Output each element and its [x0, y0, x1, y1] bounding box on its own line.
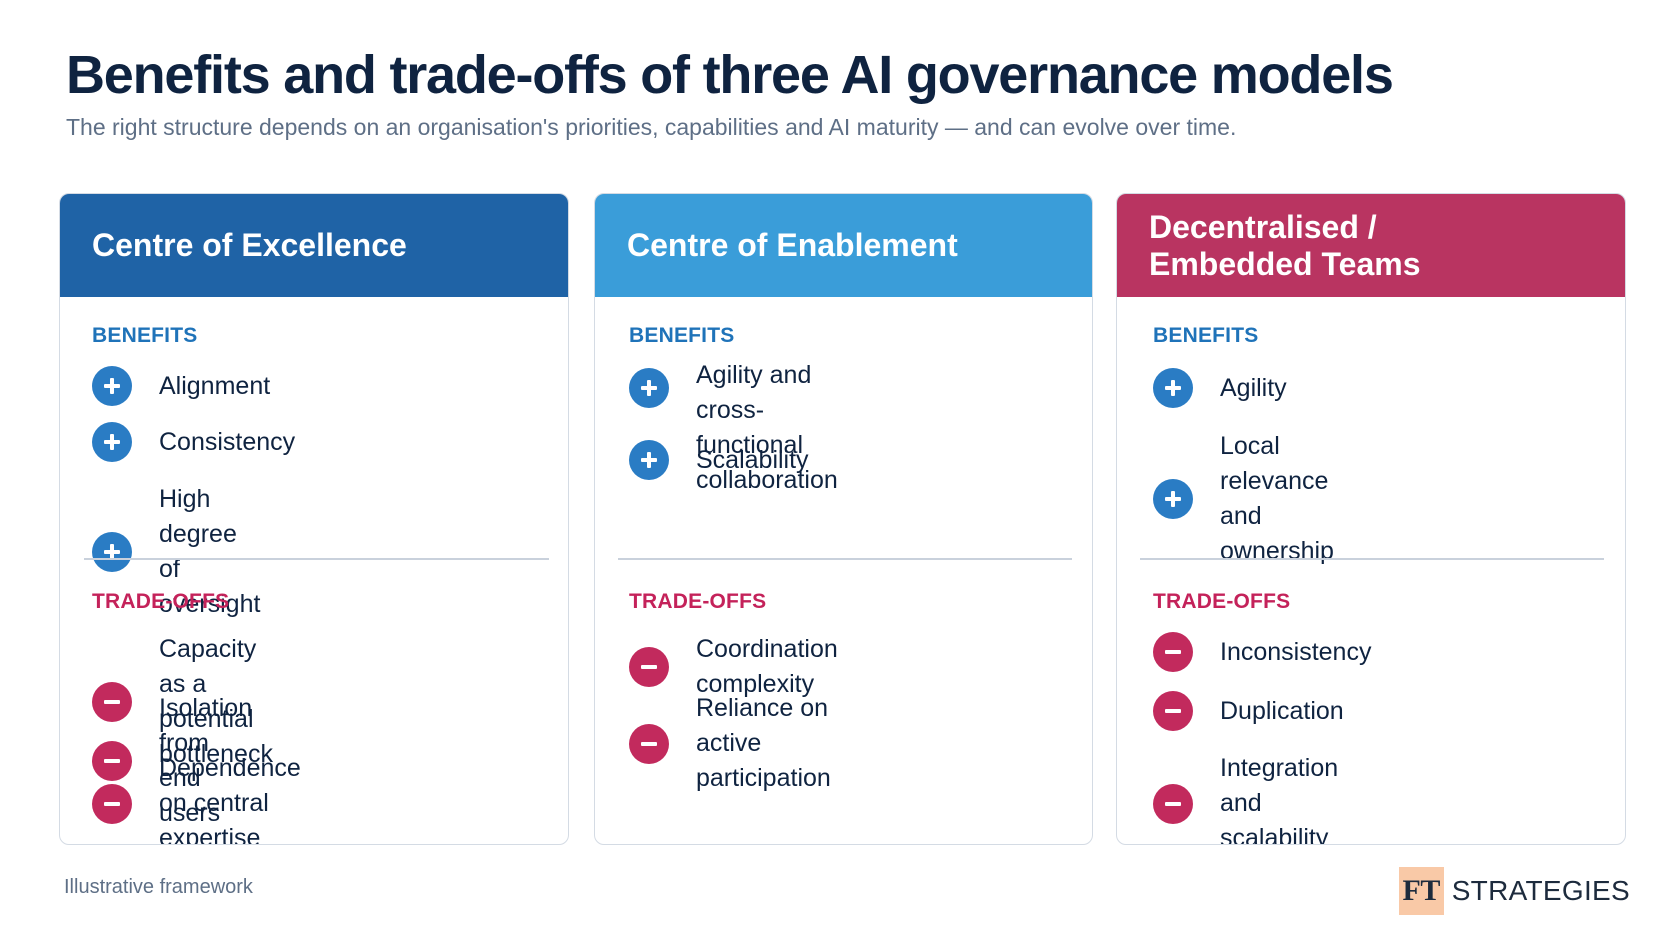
tradeoff-text: Inconsistency	[1220, 637, 1372, 666]
tradeoff-text: Reliance on active participation	[696, 694, 831, 792]
tradeoff-item: Capacity as a potential bottleneck	[92, 632, 273, 772]
tradeoff-text: Integration and scalability	[1220, 754, 1339, 845]
tradeoff-text: Dependence on central expertise	[159, 754, 301, 845]
benefit-text: Local relevance and ownership	[1220, 432, 1334, 565]
minus-icon	[92, 783, 132, 824]
benefit-text: Agility and cross-functional collaborati…	[696, 361, 838, 494]
benefit-text: Scalability	[696, 445, 809, 474]
minus-icon	[1153, 632, 1193, 672]
footer-note: Illustrative framework	[64, 876, 253, 898]
card-title: Centre of Enablement	[627, 227, 958, 263]
benefit-text: Agility	[1220, 373, 1287, 402]
benefit-text: Consistency	[159, 427, 296, 456]
benefit-item: Scalability	[629, 440, 809, 480]
plus-icon	[92, 422, 132, 462]
benefit-item: Consistency	[92, 422, 295, 462]
tradeoff-text: Duplication	[1220, 696, 1344, 725]
benefit-text: High degree of oversight	[159, 485, 261, 618]
tradeoff-item: Integration and scalability	[1153, 751, 1339, 845]
tradeoff-item: Dependence on central expertise	[92, 751, 301, 845]
plus-icon	[629, 440, 669, 480]
tradeoff-item: Coordination complexity	[629, 632, 838, 702]
section-divider	[84, 558, 549, 560]
tradeoffs-label: TRADE-OFFS	[92, 590, 230, 613]
brand-name: STRATEGIES	[1451, 875, 1630, 906]
plus-icon	[629, 368, 669, 408]
tradeoff-item: Isolation from end users	[92, 691, 252, 831]
benefit-item: Local relevance and ownership	[1153, 429, 1334, 569]
tradeoff-item: Reliance on active participation	[629, 691, 831, 796]
card-decentralised-teams: Decentralised / Embedded Teams BENEFITS …	[1116, 193, 1626, 845]
tradeoff-text: Capacity as a potential bottleneck	[159, 635, 273, 768]
benefit-text: Alignment	[159, 371, 271, 400]
benefit-item: Agility and cross-functional collaborati…	[629, 358, 838, 498]
benefits-label: BENEFITS	[629, 324, 735, 347]
tradeoffs-label: TRADE-OFFS	[1153, 590, 1291, 613]
section-divider	[618, 558, 1072, 560]
tradeoff-text: Coordination complexity	[696, 635, 838, 698]
card-centre-of-excellence: Centre of Excellence BENEFITS Alignment …	[59, 193, 569, 845]
card-header: Decentralised / Embedded Teams	[1117, 194, 1625, 297]
plus-icon	[92, 366, 132, 406]
page-subtitle: The right structure depends on an organi…	[66, 114, 1237, 140]
minus-icon	[92, 682, 132, 722]
card-title: Centre of Excellence	[92, 227, 407, 263]
plus-icon	[1153, 368, 1193, 408]
tradeoffs-label: TRADE-OFFS	[629, 590, 767, 613]
plus-icon	[1153, 479, 1193, 519]
brand-logo: FT STRATEGIES	[1398, 867, 1630, 915]
benefit-item: Agility	[1153, 368, 1287, 408]
card-header: Centre of Excellence	[60, 194, 568, 297]
card-header: Centre of Enablement	[595, 194, 1092, 297]
page-title: Benefits and trade-offs of three AI gove…	[66, 45, 1394, 105]
tradeoff-item: Duplication	[1153, 691, 1344, 731]
ft-logo-mark: FT	[1398, 867, 1444, 915]
minus-icon	[1153, 691, 1193, 731]
minus-icon	[92, 741, 132, 781]
minus-icon	[629, 647, 669, 687]
plus-icon	[92, 532, 132, 572]
benefit-item: High degree of oversight	[92, 482, 260, 622]
card-title: Decentralised / Embedded Teams	[1149, 208, 1421, 282]
minus-icon	[629, 723, 669, 764]
tradeoff-item: Inconsistency	[1153, 632, 1371, 672]
minus-icon	[1153, 783, 1193, 824]
section-divider	[1140, 558, 1604, 560]
benefits-label: BENEFITS	[92, 324, 198, 347]
card-centre-of-enablement: Centre of Enablement BENEFITS Agility an…	[594, 193, 1093, 845]
benefits-label: BENEFITS	[1153, 324, 1259, 347]
tradeoff-text: Isolation from end users	[159, 694, 253, 827]
benefit-item: Alignment	[92, 366, 270, 406]
